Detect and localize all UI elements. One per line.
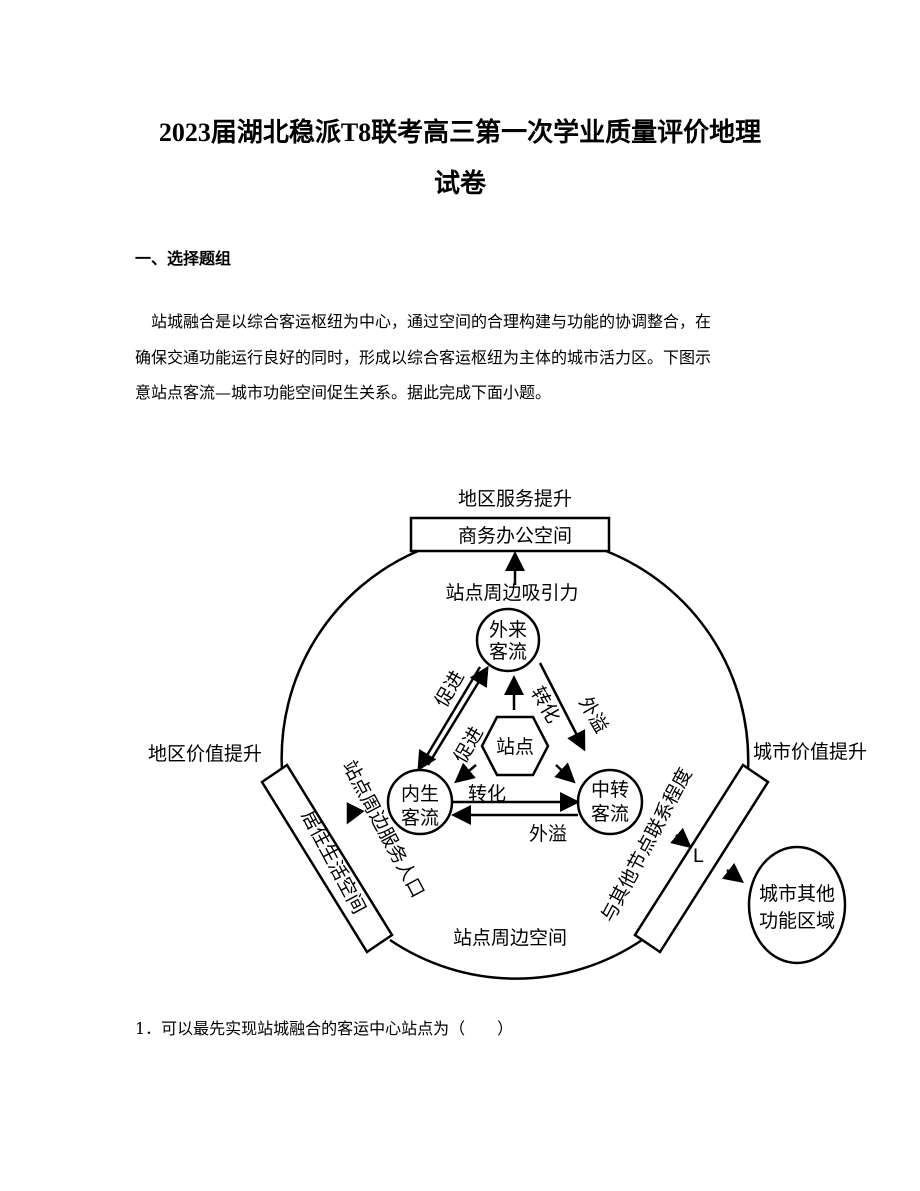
- paragraph-line-3: 意站点客流—城市功能空间促生关系。据此完成下面小题。: [135, 383, 552, 402]
- business-box-label: 商务办公空间: [458, 525, 572, 547]
- question-1: 1．可以最先实现站城融合的客运中心站点为（ ）: [135, 1019, 514, 1038]
- promote-label-1: 促进: [431, 667, 469, 711]
- station-label: 站点: [496, 736, 534, 758]
- foreign-flow-label-2: 客流: [489, 641, 527, 663]
- business-box: [409, 516, 611, 553]
- attraction-label: 站点周边吸引力: [445, 582, 578, 604]
- paragraph-line-1: 站城融合是以综合客运枢纽为中心，通过空间的合理构建与功能的协调整合，在: [151, 312, 712, 331]
- right-box: [633, 763, 770, 954]
- convert-label-2: 转化: [468, 783, 506, 805]
- transfer-flow-label: 中转: [591, 779, 629, 801]
- l-label: L: [693, 845, 704, 867]
- title-line-1: 2023届湖北稳派T8联考高三第一次学业质量评价地理: [158, 118, 762, 147]
- outer-circle: [280, 549, 750, 980]
- other-area-label-2: 功能区域: [759, 910, 835, 932]
- internal-flow-label-2: 客流: [401, 807, 439, 829]
- section-heading: 一、选择题组: [135, 249, 232, 268]
- other-area-ellipse: [747, 845, 847, 965]
- surround-label: 站点周边空间: [453, 927, 567, 949]
- title-line-2: 试卷: [433, 169, 486, 198]
- overflow-label-2: 外溢: [529, 823, 567, 845]
- left-value-label: 地区价值提升: [148, 743, 262, 765]
- top-label: 地区服务提升: [458, 488, 572, 510]
- right-value-label: 城市价值提升: [753, 741, 867, 763]
- residential-box-label: 居住生活空间: [297, 807, 370, 918]
- station-hexagon: [480, 715, 550, 777]
- residential-box: [260, 763, 394, 954]
- paragraph-line-2: 确保交通功能运行良好的同时，形成以综合客运枢纽为主体的城市活力区。下图示: [135, 348, 712, 367]
- foreign-flow-label: 外来: [489, 619, 527, 641]
- overflow-label-1: 外溢: [574, 693, 612, 737]
- transfer-flow-label-2: 客流: [591, 803, 629, 825]
- internal-flow-label: 内生: [401, 783, 439, 805]
- convert-label-1: 转化: [526, 683, 564, 727]
- foreign-flow-circle: [475, 607, 541, 673]
- other-area-label: 城市其他: [759, 883, 835, 905]
